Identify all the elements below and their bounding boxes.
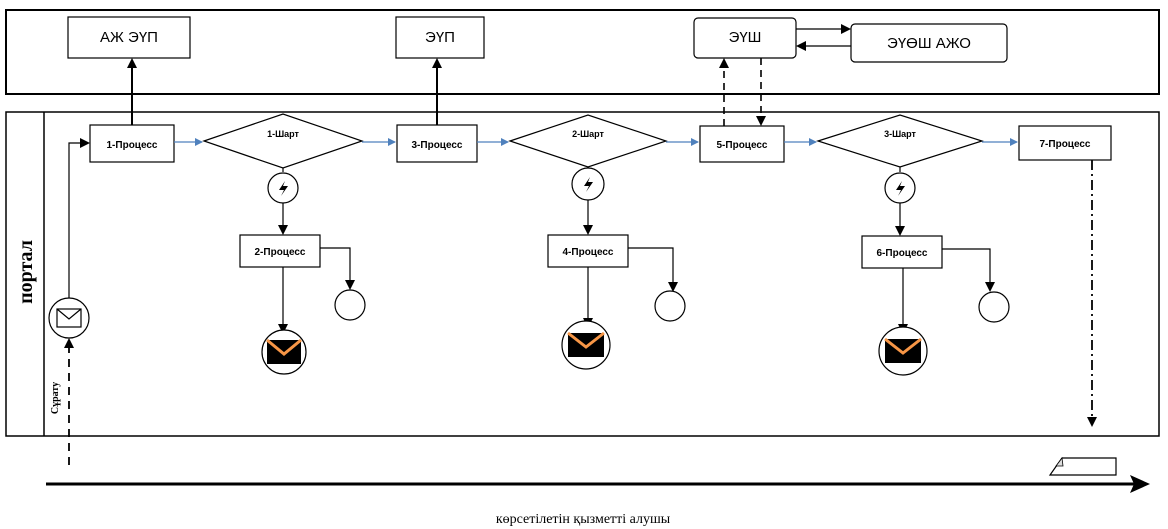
message-end-3 <box>878 326 928 376</box>
box-euosh-ajo-label: ЭҮӨШ АЖО <box>887 35 971 52</box>
box-aj-eup: АЖ ЭҮП <box>67 16 191 59</box>
svg-text:7-Процесс: 7-Процесс <box>1040 139 1091 150</box>
lightning-icon <box>584 177 593 192</box>
branch-end-1 <box>320 247 366 321</box>
svg-text:4-Процесс: 4-Процесс <box>563 247 614 258</box>
condition-3: 3-Шарт <box>816 114 984 168</box>
branch-end-2 <box>628 247 686 322</box>
svg-text:2-Шарт: 2-Шарт <box>572 129 604 139</box>
svg-text:2-Процесс: 2-Процесс <box>255 247 306 258</box>
svg-text:3-Процесс: 3-Процесс <box>412 140 463 151</box>
error-event-2 <box>571 167 605 235</box>
portal-lane <box>5 111 1160 437</box>
message-end-1 <box>261 329 307 375</box>
portal-lane-title: портал <box>15 240 37 304</box>
box-eup: ЭҮП <box>395 16 485 59</box>
lightning-icon <box>279 181 288 196</box>
start-message-event <box>48 297 90 339</box>
process-5: 5-Процесс <box>699 125 785 163</box>
process-3: 3-Процесс <box>396 124 478 163</box>
svg-text:6-Процесс: 6-Процесс <box>877 248 928 259</box>
box-aj-eup-label: АЖ ЭҮП <box>100 29 158 46</box>
condition-2: 2-Шарт <box>508 114 668 168</box>
process-2: 2-Процесс <box>239 234 321 268</box>
box-euosh-ajo: ЭҮӨШ АЖО <box>850 23 1008 63</box>
output-document <box>1048 456 1117 476</box>
message-end-2 <box>561 320 611 370</box>
process-7: 7-Процесс <box>1018 125 1112 161</box>
svg-text:1-Шарт: 1-Шарт <box>267 129 299 139</box>
box-eup-label: ЭҮП <box>425 29 455 46</box>
lightning-icon <box>896 181 905 196</box>
error-event-3 <box>884 167 916 236</box>
svg-text:3-Шарт: 3-Шарт <box>884 129 916 139</box>
condition-1: 1-Шарт <box>202 113 364 169</box>
arrow-start-to-p1 <box>68 138 90 298</box>
process-4: 4-Процесс <box>547 234 629 268</box>
box-eush-label: ЭҮШ <box>729 29 762 46</box>
service-recipient-label: көрсетілетін қызметті алушы <box>496 512 671 527</box>
request-label: Сұрату <box>50 382 61 414</box>
error-event-1 <box>267 168 299 235</box>
process-1: 1-Процесс <box>89 124 175 163</box>
branch-end-3 <box>942 248 1010 323</box>
box-eush: ЭҮШ <box>693 17 797 59</box>
process-6: 6-Процесс <box>861 235 943 269</box>
svg-text:1-Процесс: 1-Процесс <box>107 140 158 151</box>
svg-text:5-Процесс: 5-Процесс <box>717 140 768 151</box>
timeline-arrowhead <box>1130 475 1150 493</box>
